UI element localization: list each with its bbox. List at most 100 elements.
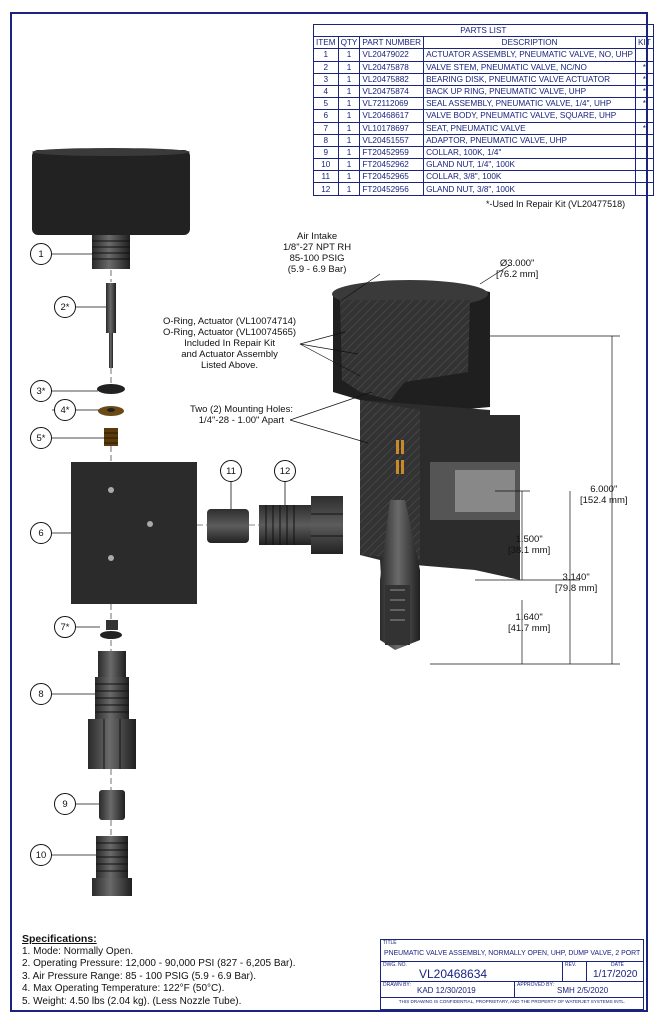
date-cell: DATE 1/17/2020 bbox=[587, 962, 643, 982]
dimension-value: 3.140" bbox=[562, 572, 590, 583]
part-kit bbox=[634, 145, 654, 160]
part-description: BACK UP RING, PNEUMATIC VALVE, UHP bbox=[423, 84, 636, 99]
dimension-value: 6.000" bbox=[590, 484, 618, 495]
part-number: FT20452965 bbox=[359, 170, 425, 184]
header-item: ITEM bbox=[313, 36, 339, 50]
callout-line: Included In Repair Kit bbox=[184, 338, 275, 349]
part-number: FT20452962 bbox=[359, 158, 425, 172]
part-kit: * bbox=[634, 121, 654, 135]
collar-1-4-part bbox=[99, 790, 125, 820]
part-number: VL20479022 bbox=[359, 48, 425, 62]
part-kit bbox=[634, 48, 654, 62]
part-description: SEAT, PNEUMATIC VALVE bbox=[423, 121, 636, 135]
dimension-3140: 3.140" [79.8 mm] bbox=[555, 572, 597, 594]
dimension-value: Ø3.000" bbox=[499, 258, 535, 269]
dimension-value: 1.640" bbox=[515, 612, 543, 623]
parts-list-title: PARTS LIST bbox=[313, 23, 654, 38]
air-intake-callout: Air Intake 1/8"-27 NPT RH 85-100 PSIG (5… bbox=[283, 231, 351, 275]
callout-line: O-Ring, Actuator (VL10074565) bbox=[163, 327, 297, 338]
header-part-number: PART NUMBER bbox=[359, 36, 425, 50]
parts-list-table: PARTS LIST ITEM QTY PART NUMBER DESCRIPT… bbox=[313, 23, 654, 196]
part-description: VALVE STEM, PNEUMATIC VALVE, NC/NO bbox=[423, 60, 636, 74]
title-block: TITLE PNEUMATIC VALVE ASSEMBLY, NORMALLY… bbox=[380, 939, 644, 1010]
part-qty: 1 bbox=[337, 158, 361, 172]
part-qty: 1 bbox=[337, 182, 361, 196]
part-number: FT20452956 bbox=[359, 182, 425, 196]
part-qty: 1 bbox=[337, 170, 361, 184]
part-description: GLAND NUT, 3/8", 100K bbox=[423, 182, 636, 196]
mounting-holes-callout: Two (2) Mounting Holes: 1/4"-28 - 1.00" … bbox=[190, 404, 293, 426]
part-kit: * bbox=[634, 97, 654, 111]
dimension-metric: [76.2 mm] bbox=[496, 269, 539, 280]
height-dimension: 6.000" [152.4 mm] bbox=[580, 484, 628, 506]
part-qty: 1 bbox=[337, 121, 361, 135]
part-kit: * bbox=[634, 72, 654, 86]
part-description: ACTUATOR ASSEMBLY, PNEUMATIC VALVE, NO, … bbox=[423, 48, 636, 62]
collar-3-8-part bbox=[207, 509, 249, 543]
bearing-disk-part bbox=[97, 384, 125, 394]
confidential-note: THIS DRAWING IS CONFIDENTIAL, PROPRIETAR… bbox=[398, 999, 626, 1004]
header-description: DESCRIPTION bbox=[423, 36, 636, 50]
part-description: COLLAR, 3/8", 100K bbox=[423, 170, 636, 184]
part-description: VALVE BODY, PNEUMATIC VALVE, SQUARE, UHP bbox=[423, 109, 636, 123]
actuator-thread-part bbox=[92, 235, 130, 269]
specifications-heading: Specifications: bbox=[22, 933, 97, 945]
part-kit: * bbox=[634, 60, 654, 74]
valve-stem-part bbox=[106, 283, 116, 333]
part-number: VL20468617 bbox=[359, 109, 425, 123]
spec-line: 2. Operating Pressure: 12,000 - 90,000 P… bbox=[22, 958, 296, 970]
part-item: 5 bbox=[313, 97, 339, 111]
dwg-no-cell: DWG. NO. VL20468634 bbox=[381, 962, 563, 982]
balloon-item-3: 3* bbox=[30, 380, 52, 402]
part-qty: 1 bbox=[337, 60, 361, 74]
callout-line: 1/8"-27 NPT RH bbox=[283, 242, 352, 253]
spec-line: 1. Mode: Normally Open. bbox=[22, 945, 134, 957]
part-description: ADAPTOR, PNEUMATIC VALVE, UHP bbox=[423, 133, 636, 147]
title-caption: TITLE bbox=[383, 940, 397, 946]
dimension-metric: [152.4 mm] bbox=[580, 495, 628, 506]
header-kit: KIT bbox=[634, 36, 654, 50]
balloon-item-12: 12 bbox=[274, 460, 296, 482]
part-qty: 1 bbox=[337, 84, 361, 99]
part-kit bbox=[634, 170, 654, 184]
kit-note: *-Used In Repair Kit (VL20477518) bbox=[486, 199, 626, 209]
specifications: Specifications: 1. Mode: Normally Open. … bbox=[22, 933, 296, 1009]
part-number: VL20475874 bbox=[359, 84, 425, 99]
balloon-item-4: 4* bbox=[54, 399, 76, 421]
callout-line: Two (2) Mounting Holes: bbox=[190, 404, 293, 415]
balloon-item-5: 5* bbox=[30, 427, 52, 449]
rev-caption: REV. bbox=[565, 962, 577, 968]
spec-line: 4. Max Operating Temperature: 122°F (50°… bbox=[22, 983, 225, 995]
part-item: 10 bbox=[313, 158, 339, 172]
balloon-item-10: 10 bbox=[30, 844, 52, 866]
dimension-metric: [38.1 mm] bbox=[508, 545, 551, 556]
seat-part bbox=[106, 620, 118, 630]
dimension-metric: [79.8 mm] bbox=[555, 583, 598, 594]
exploded-view bbox=[32, 148, 343, 896]
gland-nut-3-8-part bbox=[259, 505, 311, 545]
part-item: 3 bbox=[313, 72, 339, 86]
balloon-item-8: 8 bbox=[30, 683, 52, 705]
dwg-no: VL20468634 bbox=[419, 967, 488, 981]
drawing-frame bbox=[10, 12, 648, 1012]
header-qty: QTY bbox=[337, 36, 361, 50]
balloon-item-9: 9 bbox=[54, 793, 76, 815]
dimension-value: 1.500" bbox=[515, 534, 543, 545]
approved-by: SMH 2/5/2020 bbox=[557, 986, 609, 995]
callout-line: (5.9 - 6.9 Bar) bbox=[287, 264, 347, 275]
dimension-metric: [41.7 mm] bbox=[508, 623, 551, 634]
oring-callout: O-Ring, Actuator (VL10074714) O-Ring, Ac… bbox=[163, 316, 296, 371]
drawn-by: KAD 12/30/2019 bbox=[417, 986, 476, 995]
part-item: 1 bbox=[313, 48, 339, 62]
part-item: 11 bbox=[313, 170, 339, 184]
parts-list-header-row: ITEM QTY PART NUMBER DESCRIPTION KIT bbox=[313, 36, 654, 50]
